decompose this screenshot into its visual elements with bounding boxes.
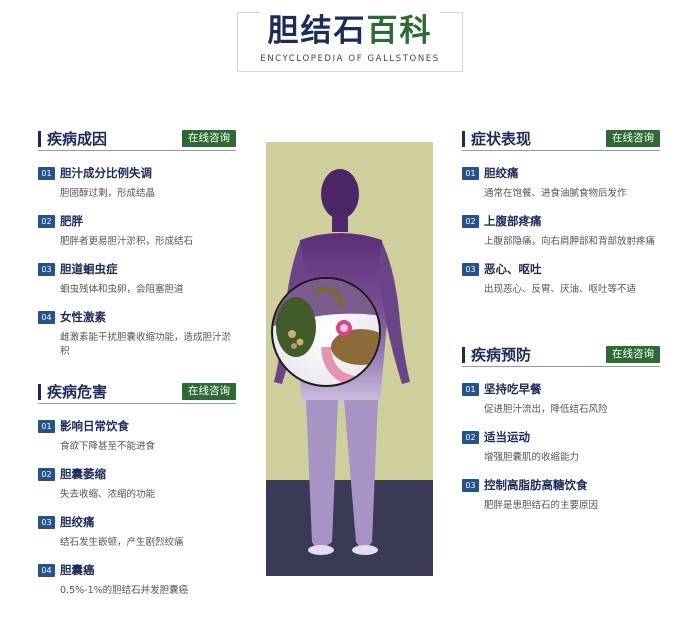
list-item: 02 适当运动 增强胆囊肌的收缩能力 — [462, 430, 660, 465]
list-item: 01 影响日常饮食 食欲下降甚至不能进食 — [38, 419, 236, 454]
section-accent-bar — [462, 131, 465, 147]
consult-button[interactable]: 在线咨询 — [606, 130, 660, 147]
item-number-badge: 01 — [462, 167, 479, 180]
item-description: 肥胖是患胆结石的主要原因 — [484, 500, 599, 511]
item-description: 上腹部隐痛，向右肩胛部和背部放射疼痛 — [484, 236, 656, 247]
title-part-2: 百科 — [366, 13, 433, 49]
item-title: 胆绞痛 — [484, 166, 519, 180]
item-title: 恶心、呕吐 — [484, 262, 542, 276]
section-title: 症状表现 — [471, 130, 532, 148]
item-number-badge: 03 — [462, 479, 479, 492]
list-item: 02 胆囊萎缩 失去收缩、浓缩的功能 — [38, 467, 236, 502]
section-title: 疾病成因 — [47, 130, 108, 148]
item-number-badge: 01 — [462, 383, 479, 396]
item-number-badge: 03 — [462, 263, 479, 276]
item-list: 01 胆绞痛 通常在饱餐、进食油腻食物后发作 02 上腹部疼痛 上腹部隐痛，向右… — [462, 166, 660, 297]
list-item: 03 胆绞痛 结石发生嵌顿，产生剧烈绞痛 — [38, 515, 236, 550]
section-title: 疾病危害 — [47, 383, 108, 401]
item-description: 促进胆汁流出，降低结石风险 — [484, 404, 608, 415]
list-item: 03 胆道蛔虫症 蛔虫残体和虫卵，会阻塞胆道 — [38, 262, 236, 297]
page-title: 胆结石百科 — [238, 12, 462, 50]
item-number-badge: 01 — [38, 167, 55, 180]
item-title: 胆囊癌 — [60, 563, 95, 577]
section-accent-bar — [462, 347, 465, 363]
section-title: 疾病预防 — [471, 346, 532, 364]
list-item: 02 肥胖 肥胖者更易胆汁淤积，形成结石 — [38, 214, 236, 249]
item-description: 雌激素能干扰胆囊收缩功能，造成胆汁淤积 — [60, 332, 232, 357]
list-item: 04 胆囊癌 0.5%-1%的胆结石并发胆囊癌 — [38, 563, 236, 598]
title-part-1: 胆结石 — [267, 13, 367, 49]
item-title: 胆道蛔虫症 — [60, 262, 118, 276]
item-list: 01 影响日常饮食 食欲下降甚至不能进食 02 胆囊萎缩 失去收缩、浓缩的功能 … — [38, 419, 236, 598]
item-number-badge: 03 — [38, 263, 55, 276]
section-prevention: 疾病预防 在线咨询 01 坚持吃早餐 促进胆汁流出，降低结石风险 02 适当运动… — [462, 345, 660, 526]
item-title: 控制高脂肪高糖饮食 — [484, 478, 588, 492]
item-description: 食欲下降甚至不能进食 — [60, 441, 156, 452]
section-accent-bar — [38, 131, 41, 147]
page-header: 胆结石百科 ENCYCLOPEDIA OF GALLSTONES — [237, 12, 463, 72]
list-item: 03 控制高脂肪高糖饮食 肥胖是患胆结石的主要原因 — [462, 478, 660, 513]
item-description: 蛔虫残体和虫卵，会阻塞胆道 — [60, 284, 184, 295]
section-harms: 疾病危害 在线咨询 01 影响日常饮食 食欲下降甚至不能进食 02 胆囊萎缩 失… — [38, 382, 236, 611]
section-header: 疾病预防 在线咨询 — [462, 345, 660, 367]
item-list: 01 坚持吃早餐 促进胆汁流出，降低结石风险 02 适当运动 增强胆囊肌的收缩能… — [462, 382, 660, 513]
consult-button[interactable]: 在线咨询 — [606, 346, 660, 363]
item-title: 胆汁成分比例失调 — [60, 166, 152, 180]
item-title: 胆绞痛 — [60, 515, 95, 529]
section-header: 症状表现 在线咨询 — [462, 129, 660, 151]
page-subtitle: ENCYCLOPEDIA OF GALLSTONES — [260, 54, 440, 64]
item-title: 适当运动 — [484, 430, 530, 444]
item-title: 上腹部疼痛 — [484, 214, 542, 228]
gallbladder-anatomy-image — [266, 142, 433, 576]
item-title: 女性激素 — [60, 310, 106, 324]
item-number-badge: 02 — [462, 431, 479, 444]
item-number-badge: 02 — [38, 215, 55, 228]
list-item: 02 上腹部疼痛 上腹部隐痛，向右肩胛部和背部放射疼痛 — [462, 214, 660, 249]
list-item: 01 胆汁成分比例失调 胆固醇过剩，形成结晶 — [38, 166, 236, 201]
item-description: 0.5%-1%的胆结石并发胆囊癌 — [60, 585, 189, 596]
list-item: 03 恶心、呕吐 出现恶心、反胃、厌油、呕吐等不适 — [462, 262, 660, 297]
anatomy-illustration — [266, 142, 433, 576]
item-description: 结石发生嵌顿，产生剧烈绞痛 — [60, 537, 184, 548]
item-description: 增强胆囊肌的收缩能力 — [484, 452, 580, 463]
item-description: 失去收缩、浓缩的功能 — [60, 489, 156, 500]
item-number-badge: 02 — [38, 468, 55, 481]
item-list: 01 胆汁成分比例失调 胆固醇过剩，形成结晶 02 肥胖 肥胖者更易胆汁淤积，形… — [38, 166, 236, 359]
section-header: 疾病危害 在线咨询 — [38, 382, 236, 404]
section-header: 疾病成因 在线咨询 — [38, 129, 236, 151]
list-item: 01 坚持吃早餐 促进胆汁流出，降低结石风险 — [462, 382, 660, 417]
item-number-badge: 01 — [38, 420, 55, 433]
item-description: 通常在饱餐、进食油腻食物后发作 — [484, 188, 627, 199]
consult-button[interactable]: 在线咨询 — [182, 130, 236, 147]
section-causes: 疾病成因 在线咨询 01 胆汁成分比例失调 胆固醇过剩，形成结晶 02 肥胖 肥… — [38, 129, 236, 372]
list-item: 01 胆绞痛 通常在饱餐、进食油腻食物后发作 — [462, 166, 660, 201]
item-number-badge: 04 — [38, 564, 55, 577]
consult-button[interactable]: 在线咨询 — [182, 383, 236, 400]
item-title: 坚持吃早餐 — [484, 382, 542, 396]
item-description: 肥胖者更易胆汁淤积，形成结石 — [60, 236, 194, 247]
list-item: 04 女性激素 雌激素能干扰胆囊收缩功能，造成胆汁淤积 — [38, 310, 236, 359]
item-title: 肥胖 — [60, 214, 83, 228]
item-number-badge: 03 — [38, 516, 55, 529]
item-title: 影响日常饮食 — [60, 419, 129, 433]
item-description: 胆固醇过剩，形成结晶 — [60, 188, 156, 199]
item-number-badge: 04 — [38, 311, 55, 324]
item-number-badge: 02 — [462, 215, 479, 228]
item-title: 胆囊萎缩 — [60, 467, 106, 481]
section-accent-bar — [38, 384, 41, 400]
section-symptoms: 症状表现 在线咨询 01 胆绞痛 通常在饱餐、进食油腻食物后发作 02 上腹部疼… — [462, 129, 660, 310]
item-description: 出现恶心、反胃、厌油、呕吐等不适 — [484, 284, 637, 295]
